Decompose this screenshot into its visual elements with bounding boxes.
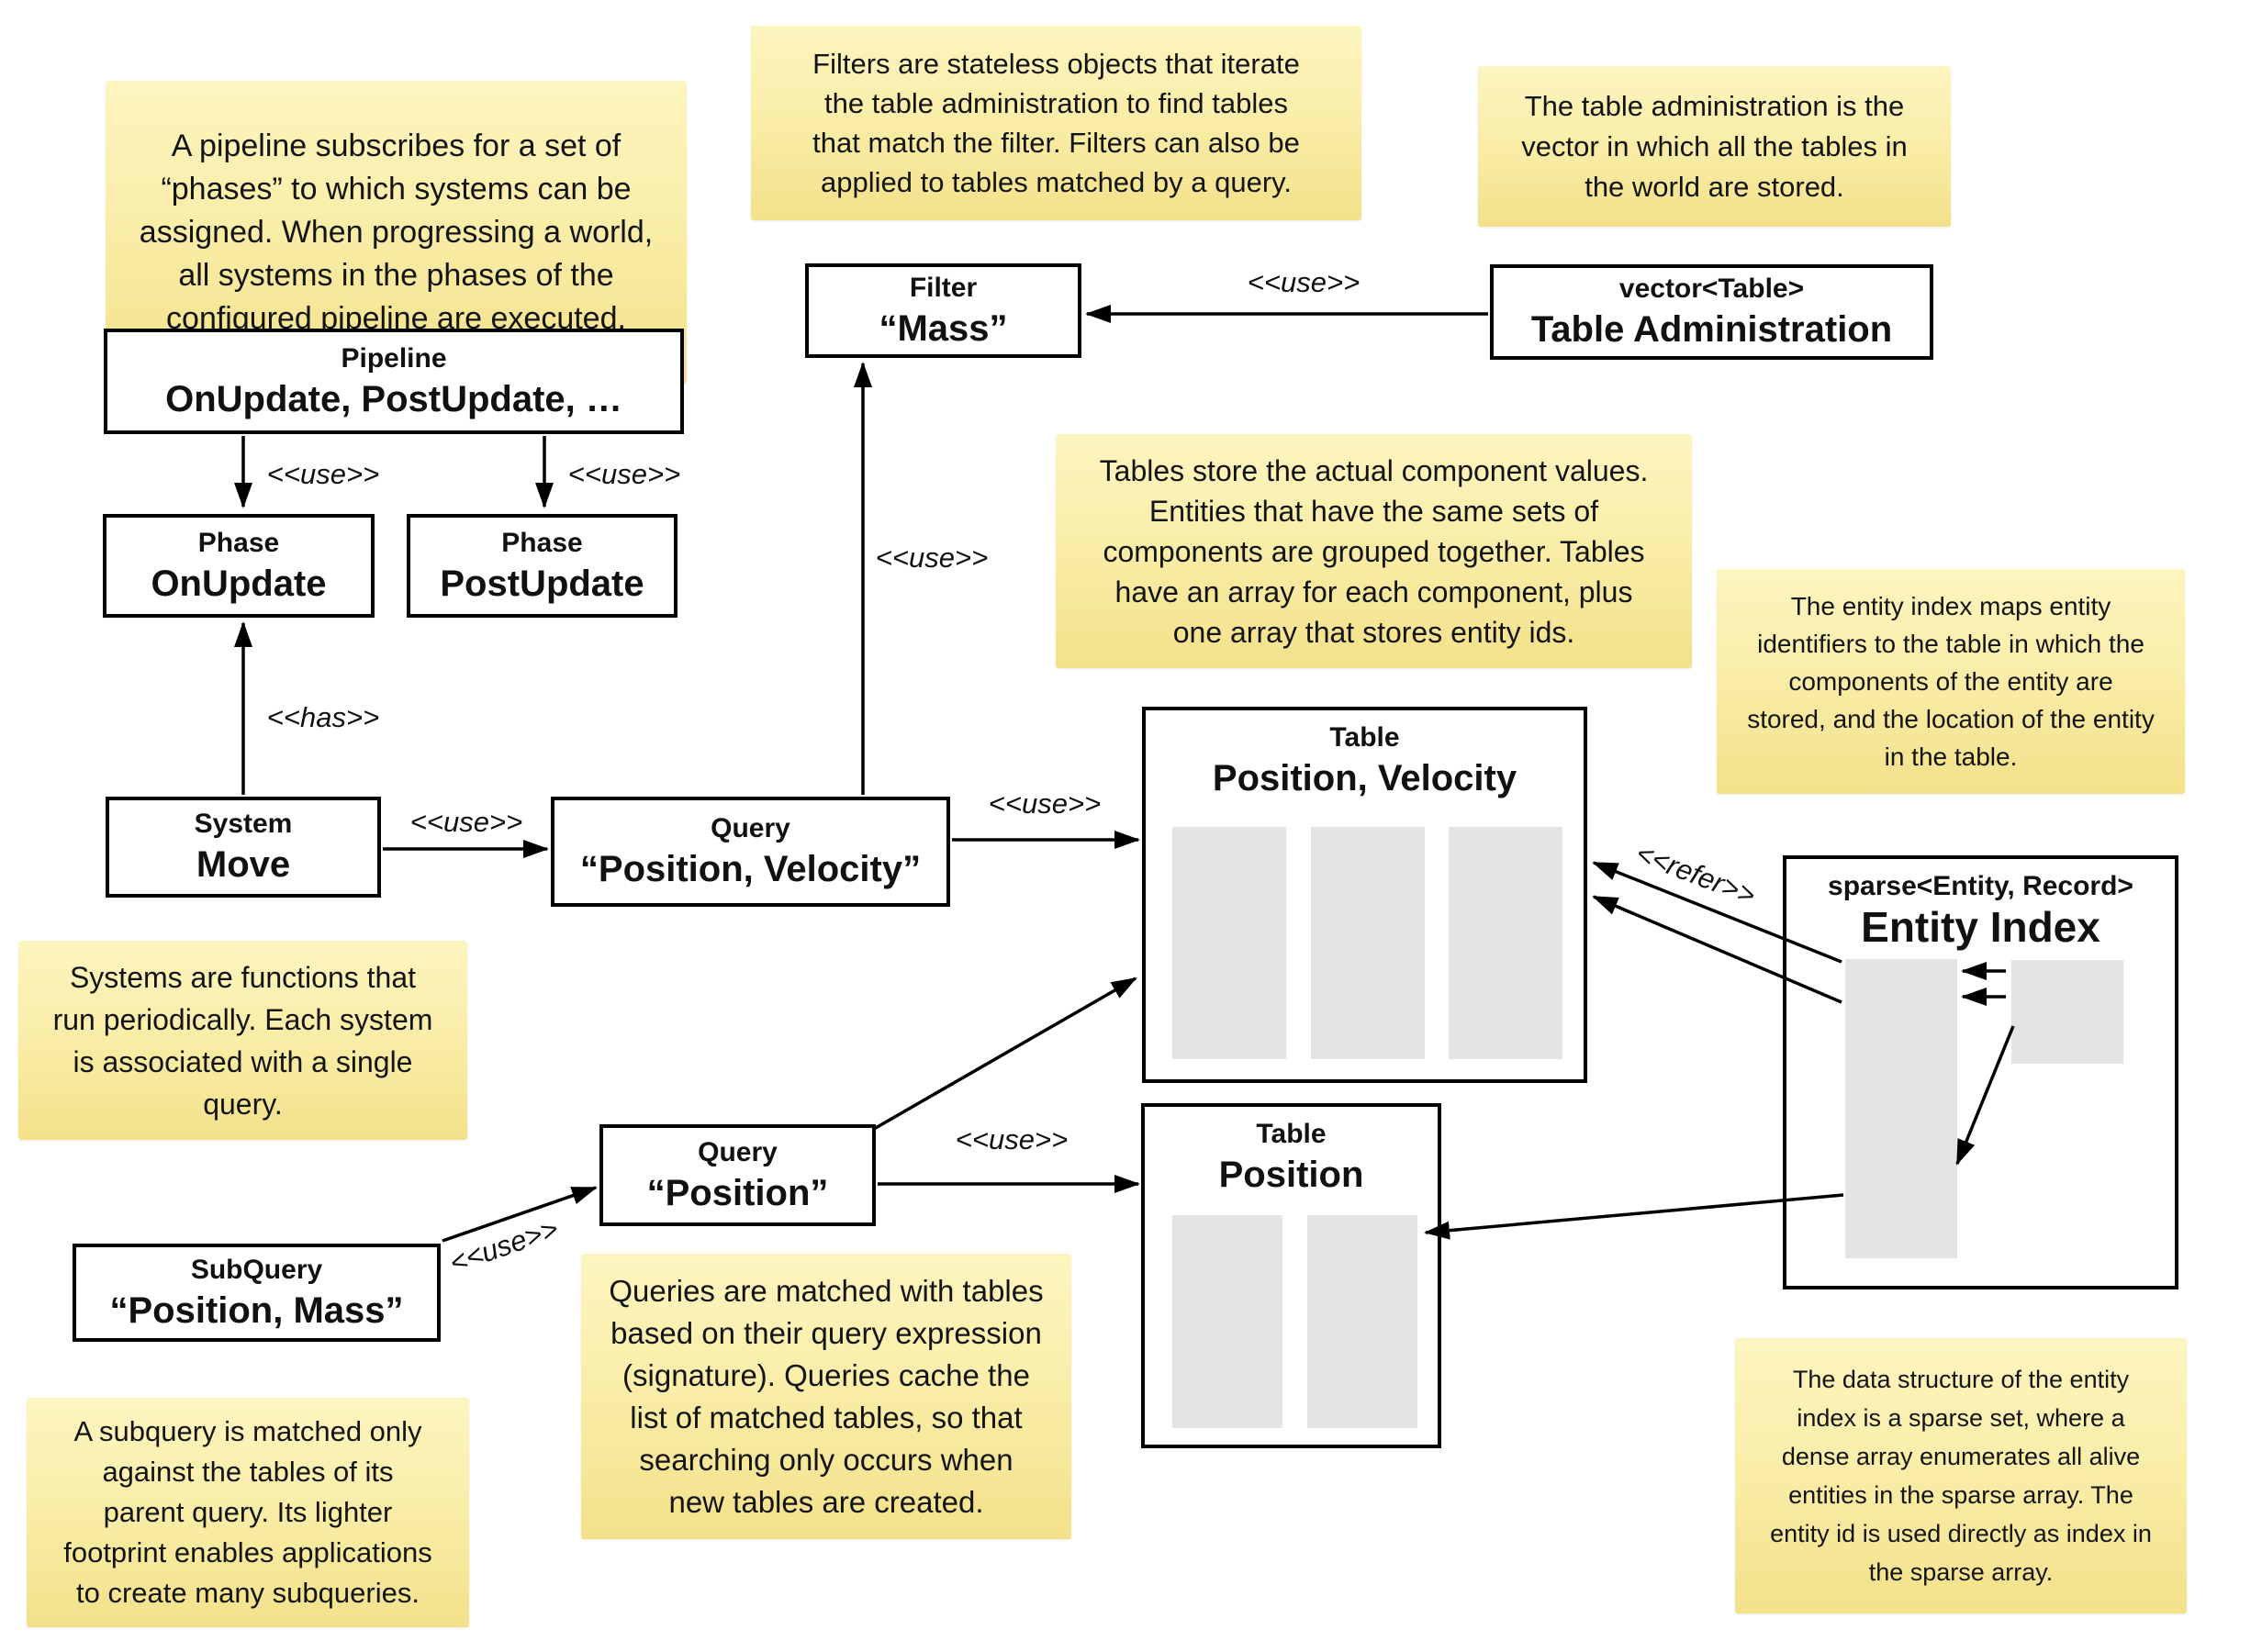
label-use-subquery: <<use>> [445,1212,563,1279]
box-pipeline: Pipeline OnUpdate, PostUpdate, … [104,329,684,434]
component-array [1449,827,1562,1059]
box-table-position-velocity-value: Position, Velocity [1212,758,1517,798]
note-systems: Systems are functions that run periodica… [18,941,467,1140]
box-query-position-velocity: Query “Position, Velocity” [551,797,950,907]
box-filter-mass-value: “Mass” [879,307,1008,349]
box-system-move-value: Move [196,844,291,885]
box-phase-postupdate: Phase PostUpdate [407,514,677,618]
box-filter-mass-title: Filter [909,272,978,303]
note-entity-index-structure: The data structure of the entity index i… [1735,1338,2187,1613]
box-entity-index: sparse<Entity, Record> Entity Index [1783,855,2178,1289]
box-pipeline-title: Pipeline [341,342,447,374]
box-query-position-velocity-value: “Position, Velocity” [579,849,922,889]
note-tables: Tables store the actual component values… [1056,434,1692,668]
box-table-position-value: Position [1218,1155,1364,1195]
box-table-administration-value: Table Administration [1530,309,1893,350]
box-system-move-title: System [194,809,293,839]
box-query-position-title: Query [698,1136,778,1167]
label-use-query-filter: <<use>> [875,541,989,574]
arrow-entityindex-to-tablepos [1424,1193,1844,1240]
label-refer-entityindex: <<refer>> [1631,836,1761,912]
box-table-position: Table Position [1141,1103,1441,1448]
box-table-position-velocity: Table Position, Velocity [1142,707,1587,1083]
label-use-pipeline-onupdate: <<use>> [266,458,380,490]
box-query-position: Query “Position” [599,1124,876,1226]
note-filters: Filters are stateless objects that itera… [751,26,1361,220]
box-phase-postupdate-value: PostUpdate [440,563,644,604]
label-use-system-query: <<use>> [409,806,523,838]
box-entity-index-title: sparse<Entity, Record> [1828,871,2133,901]
dense-array [2011,960,2123,1064]
note-subquery: A subquery is matched only against the t… [27,1398,469,1627]
box-phase-onupdate: Phase OnUpdate [103,514,375,618]
box-table-position-title: Table [1256,1119,1327,1149]
box-pipeline-value: OnUpdate, PostUpdate, … [165,378,622,419]
box-subquery-title: SubQuery [190,1254,323,1285]
component-array [1172,1215,1282,1428]
box-filter-mass: Filter “Mass” [805,263,1081,358]
box-phase-onupdate-title: Phase [197,527,280,558]
label-use-pipeline-postupdate: <<use>> [567,458,681,490]
component-array [1311,827,1425,1059]
box-system-move: System Move [106,797,381,898]
box-query-position-value: “Position” [646,1172,829,1213]
note-entity-index: The entity index maps entity identifiers… [1717,569,2185,794]
component-array [1172,827,1286,1059]
box-table-administration-title: vector<Table> [1618,273,1805,304]
note-table-administration: The table administration is the vector i… [1478,66,1951,227]
component-array [1307,1215,1417,1428]
box-entity-index-value: Entity Index [1861,903,2100,951]
box-table-position-velocity-title: Table [1329,722,1400,753]
box-subquery-value: “Position, Mass” [109,1289,404,1331]
box-subquery: SubQuery “Position, Mass” [73,1244,441,1342]
label-has-system-phase: <<has>> [266,701,380,733]
note-queries: Queries are matched with tables based on… [581,1254,1071,1539]
label-use-admin-filter: <<use>> [1247,266,1361,298]
box-phase-postupdate-title: Phase [501,527,583,558]
label-use-querypos-table: <<use>> [955,1123,1069,1155]
label-use-query-table: <<use>> [988,787,1102,820]
box-query-position-velocity-title: Query [711,813,790,843]
box-phase-onupdate-value: OnUpdate [151,563,327,604]
arrow-querypos-to-tablepv [873,977,1137,1131]
box-table-administration: vector<Table> Table Administration [1490,264,1933,360]
sparse-array [1845,959,1957,1258]
